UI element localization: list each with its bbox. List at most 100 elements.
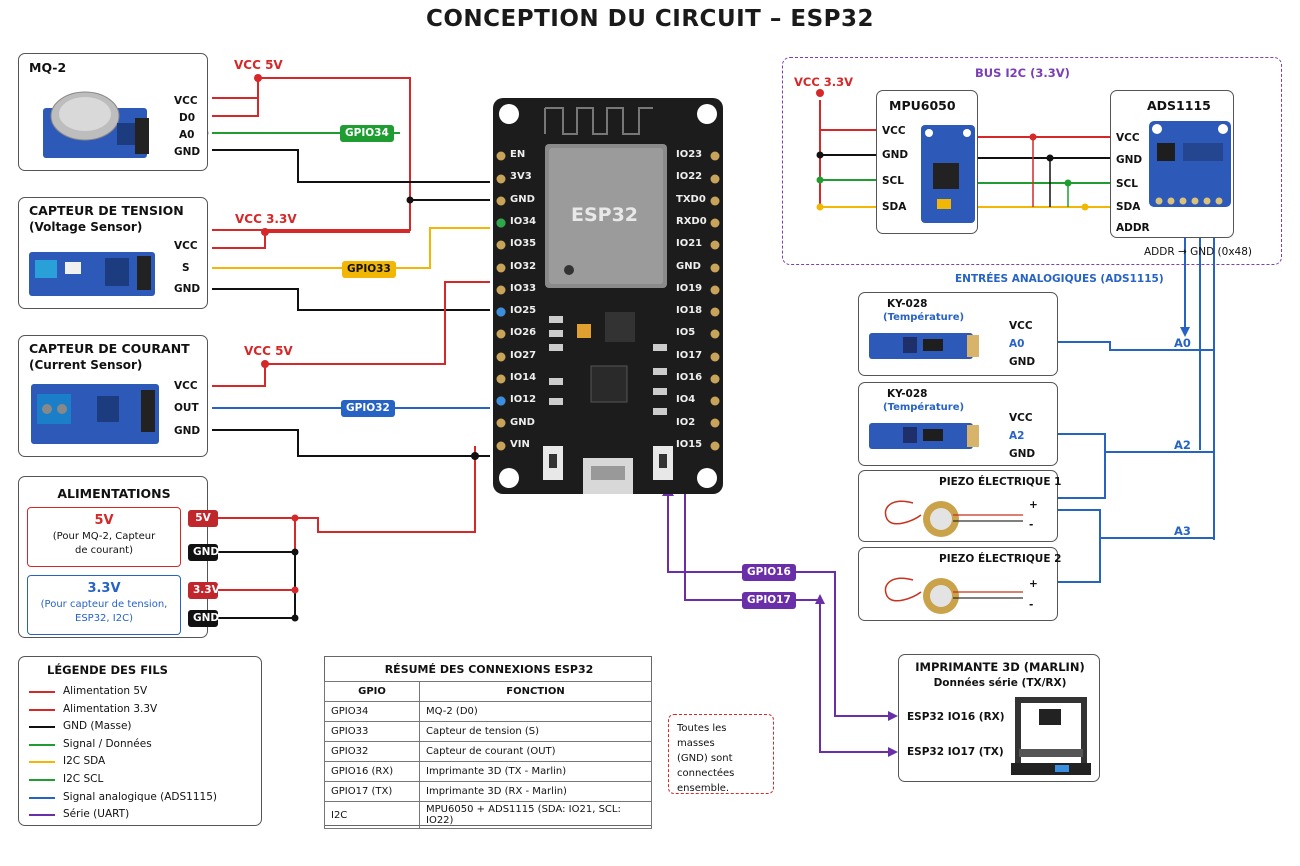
- piezo2-disc-icon: [884, 577, 1023, 614]
- wire-tension-s: [212, 227, 490, 269]
- ads1115-module: ADS1115 VCC GND SCL SDA ADDR: [1110, 90, 1234, 238]
- esp32-right-pin-label: IO16: [676, 372, 703, 383]
- ads-pin-vcc: VCC: [1116, 132, 1140, 144]
- esp32-right-pin-label: IO17: [676, 349, 703, 361]
- table-row: GPIO17 (TX)Imprimante 3D (RX - Marlin): [324, 781, 652, 802]
- ky1-subtitle: (Température): [883, 312, 965, 323]
- printer-rx: ESP32 IO16 (RX): [907, 711, 1005, 723]
- legend-item: Alimentation 5V: [63, 685, 148, 697]
- ky028-module-2: KY-028 (Température) VCC A2 GND: [858, 382, 1058, 466]
- power-33-value: 3.3V: [87, 581, 121, 596]
- legend-item: I2C SDA: [63, 755, 106, 768]
- legend-swatch: [29, 796, 55, 799]
- ky2-pin-gnd: GND: [1009, 448, 1036, 460]
- esp32-left-pin-label: VIN: [510, 438, 530, 450]
- courant-pin-out: OUT: [174, 402, 199, 414]
- esp32-left-pin-label: IO32: [510, 260, 537, 272]
- courant-pin-gnd: GND: [174, 425, 201, 437]
- piezo1-title: PIEZO ÉLECTRIQUE 1: [939, 476, 1062, 488]
- ky028-module-1: KY-028 (Température) VCC A0 GND: [858, 292, 1058, 376]
- power-33-desc1: (Pour capteur de tension,: [40, 599, 168, 610]
- legend-swatch: [29, 761, 55, 764]
- tension-vcc-label: VCC 3.3V: [235, 212, 297, 226]
- summary-cell-function: Capteur de courant (OUT): [419, 741, 652, 762]
- printer-3d-icon: [1011, 697, 1091, 775]
- summary-cell-gpio: GPIO32: [324, 741, 420, 762]
- channel-a3: A3: [1174, 524, 1191, 538]
- esp32-left-pin-label: IO34: [510, 215, 537, 227]
- tag-gpio33: GPIO33: [342, 261, 396, 278]
- mq2-pin-a0: A0: [179, 129, 195, 141]
- summary-cell-gpio: GPIO33: [324, 721, 420, 742]
- esp32-right-pin-label: IO15: [676, 438, 703, 450]
- piezo1-disc-icon: [884, 500, 1023, 537]
- wire-supply-5v: [218, 446, 476, 533]
- esp32-right-pin-label: IO18: [676, 305, 703, 317]
- courant-pin-vcc: VCC: [174, 380, 198, 392]
- legend-swatch: [29, 726, 55, 729]
- summary-title: RÉSUMÉ DES CONNEXIONS ESP32: [384, 663, 594, 676]
- esp32-right-pin-label: IO2: [676, 416, 696, 428]
- mq2-module: MQ-2 VCC D0 A0 GND: [18, 53, 208, 171]
- supply-tag-5v: 5V: [188, 510, 218, 527]
- ads-title: ADS1115: [1147, 98, 1211, 113]
- legend-item: Alimentation 3.3V: [63, 702, 158, 715]
- piezo2-plus: +: [1029, 578, 1038, 590]
- ads-pin-scl: SCL: [1116, 178, 1138, 190]
- summary-cell-function: MPU6050 + ADS1115 (SDA: IO21, SCL: IO22): [419, 801, 652, 829]
- esp32-right-pin-label: TXD0: [676, 193, 706, 205]
- mq2-board-icon: [43, 91, 149, 158]
- ads-board-icon: [1149, 121, 1231, 207]
- power-33-desc2: ESP32, I2C): [75, 613, 133, 624]
- summary-panel: RÉSUMÉ DES CONNEXIONS ESP32 GPIO FONCTIO…: [324, 656, 652, 829]
- ky2-board-icon: [869, 423, 979, 449]
- mq2-pin-d0: D0: [179, 112, 196, 124]
- summary-cell-function: Imprimante 3D (TX - Marlin): [419, 761, 652, 782]
- wire-mq2-gnd: [212, 149, 490, 183]
- ads-addr-note: ADDR → GND (0x48): [1144, 246, 1252, 258]
- legend-item: GND (Masse): [63, 720, 132, 733]
- esp32-right-pin-label: RXD0: [676, 215, 707, 227]
- esp32-chip-label: ESP32: [571, 204, 639, 226]
- tension-pin-vcc: VCC: [174, 240, 198, 252]
- tag-gpio34: GPIO34: [340, 125, 394, 142]
- tag-gpio16: GPIO16: [742, 564, 796, 581]
- esp32-left-pin-label: IO33: [510, 282, 537, 294]
- wire-supply-33: [218, 518, 296, 591]
- wire-mq2-vcc: [212, 77, 411, 231]
- wire-mq2-d0: [212, 78, 259, 117]
- summary-cell-gpio: I2C: [324, 801, 420, 829]
- tension-title: CAPTEUR DE TENSION: [29, 203, 184, 218]
- tension-board-icon: [29, 252, 155, 296]
- note-line-1: Toutes les masses: [677, 723, 727, 749]
- legend-item: I2C SCL: [63, 773, 104, 785]
- channel-a2: A2: [1174, 438, 1191, 452]
- ky1-pin-vcc: VCC: [1009, 320, 1033, 332]
- mpu-board-icon: [921, 125, 975, 223]
- i2c-bus-label: BUS I2C (3.3V): [975, 66, 1070, 80]
- note-line-3: connectées: [677, 768, 735, 779]
- legend-item: Signal analogique (ADS1115): [63, 790, 218, 803]
- esp32-left-pin-label: 3V3: [510, 171, 532, 183]
- esp32-left-pin-label: IO26: [510, 327, 537, 339]
- piezo1-plus: +: [1029, 499, 1038, 511]
- power-33-box: 3.3V (Pour capteur de tension, ESP32, I2…: [27, 575, 181, 635]
- courant-board-icon: [31, 384, 159, 444]
- summary-cell-function: MQ-2 (D0): [419, 701, 652, 722]
- summary-header-gpio: GPIO: [324, 681, 420, 702]
- ky1-board-icon: [869, 333, 979, 359]
- mq2-pin-vcc: VCC: [174, 95, 198, 107]
- courant-vcc-label: VCC 5V: [244, 344, 293, 358]
- analog-header: ENTRÉES ANALOGIQUES (ADS1115): [955, 273, 1164, 285]
- note-line-4: ensemble.: [677, 783, 730, 794]
- power-5v-desc2: de courant): [74, 545, 134, 556]
- esp32-left-pin-label: GND: [510, 416, 535, 428]
- supply-tag-33: 3.3V: [188, 582, 220, 599]
- wire-courant-vcc: [212, 281, 490, 387]
- ky1-pin-gnd: GND: [1009, 356, 1036, 368]
